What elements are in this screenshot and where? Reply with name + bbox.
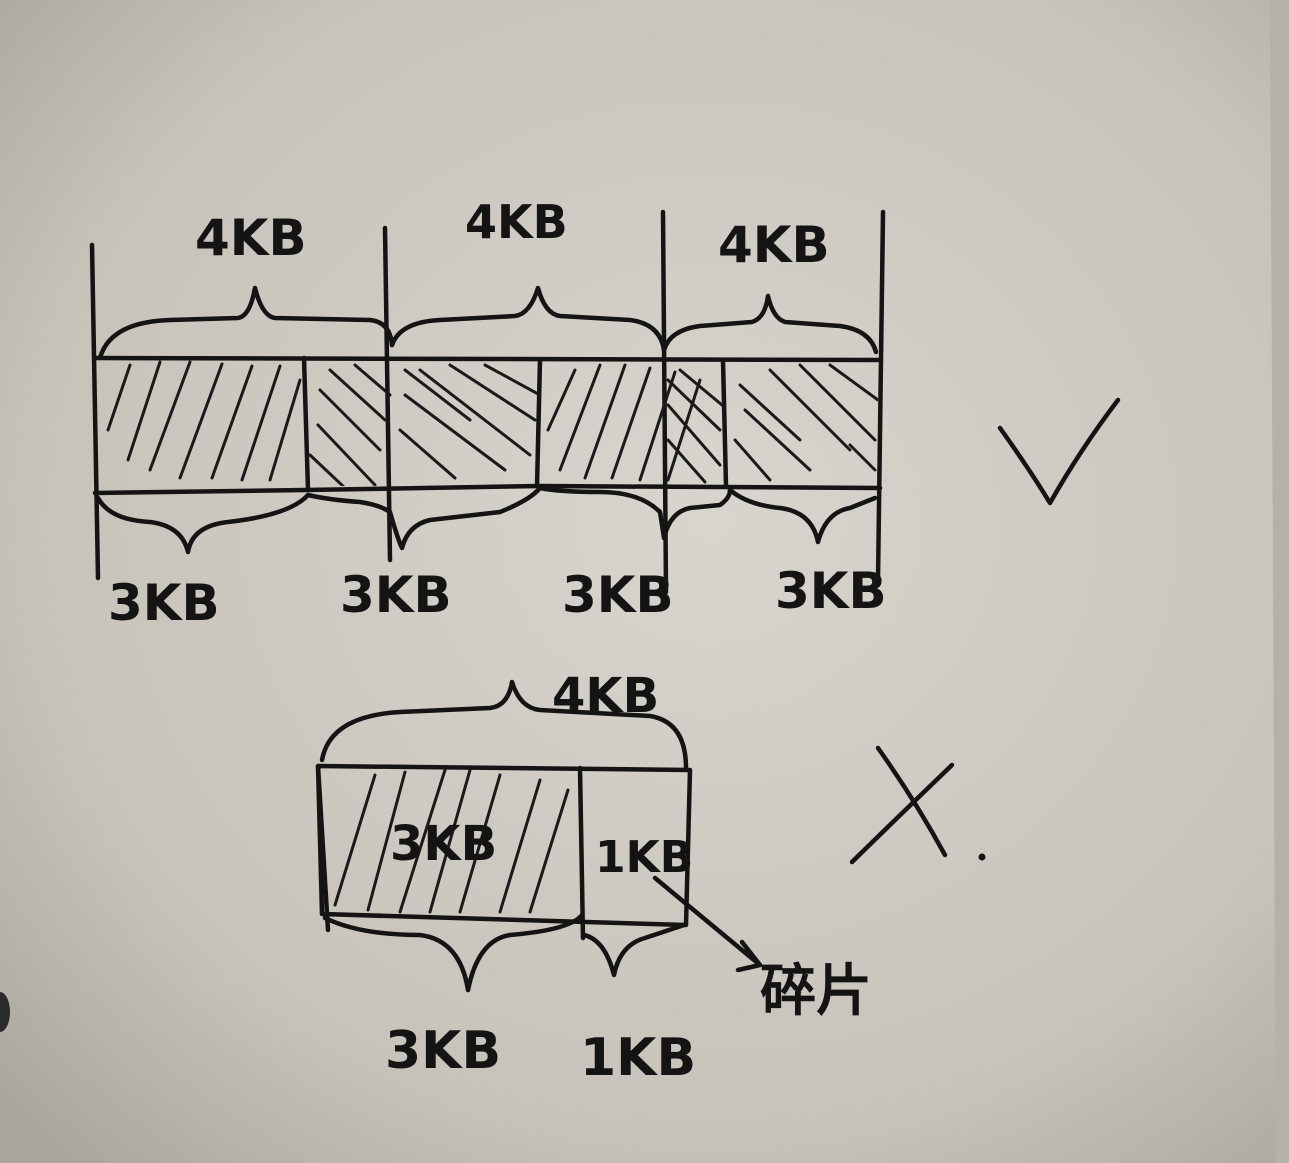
page-size-label: 4KB	[465, 195, 568, 249]
hatch-fill	[308, 363, 392, 486]
object-size-label: 1KB	[580, 1028, 696, 1088]
hatch-fill	[733, 363, 878, 482]
page-boundary-line	[89, 242, 101, 581]
hatch-fill	[546, 363, 702, 482]
block-divider	[577, 765, 586, 941]
check-mark-icon	[997, 397, 1121, 506]
object-brace	[537, 485, 733, 541]
object-brace	[581, 922, 687, 978]
strip-bottom-edge	[92, 483, 883, 496]
top-diagram: 4KB 4KB 4KB 3KB 3KB 3KB 3KB	[89, 195, 1121, 632]
page-brace	[661, 293, 879, 355]
page-size-label: 4KB	[718, 216, 830, 274]
arrow-icon	[652, 875, 763, 973]
page-boundary-line	[875, 209, 886, 583]
object-brace	[727, 487, 878, 545]
cell-size-label: 1KB	[595, 832, 693, 883]
strip-divider	[301, 355, 311, 493]
cross-mark-dot	[978, 853, 986, 861]
hatch-fill	[333, 768, 570, 914]
page-brace	[97, 285, 395, 361]
strip-divider	[720, 357, 729, 489]
fragment-label: 碎片	[760, 959, 872, 1024]
hatch-fill	[106, 360, 302, 482]
object-brace	[95, 492, 311, 555]
paper-left-shadow	[0, 992, 10, 1032]
bottom-diagram: 4KB 3KB 1KB 3KB 1KB 碎片	[315, 668, 986, 1088]
page-size-label: 4KB	[552, 668, 659, 724]
page-brace	[389, 285, 667, 353]
object-brace	[322, 912, 585, 993]
object-size-label: 3KB	[108, 574, 220, 632]
page-brace	[319, 679, 689, 771]
object-size-label: 3KB	[562, 566, 674, 624]
object-size-label: 3KB	[385, 1021, 501, 1081]
page-size-label: 4KB	[195, 209, 307, 267]
object-size-label: 3KB	[340, 566, 452, 624]
strip-divider	[534, 357, 543, 489]
block-left-edge	[315, 763, 331, 933]
hatch-fill	[666, 368, 723, 484]
object-size-label: 3KB	[775, 562, 887, 620]
hatch-fill	[398, 363, 540, 480]
object-brace	[305, 485, 543, 551]
strip-top-edge	[92, 355, 883, 363]
cross-mark-icon	[849, 745, 955, 865]
paper-right-edge	[1270, 0, 1289, 1163]
cell-size-label: 3KB	[390, 816, 497, 872]
